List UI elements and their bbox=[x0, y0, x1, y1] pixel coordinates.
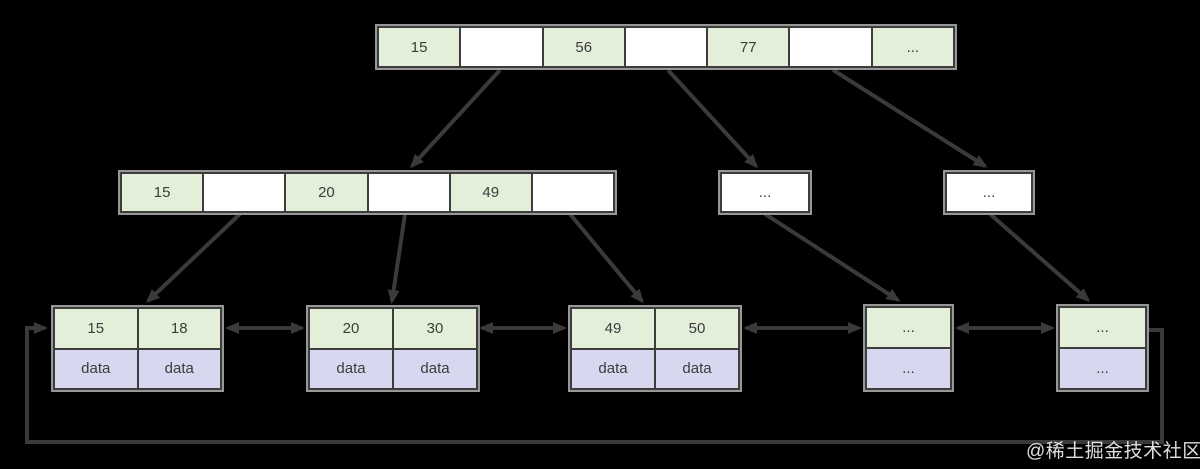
leaf-key-cell: 49 bbox=[572, 309, 654, 348]
watermark: @稀土掘金技术社区 bbox=[1026, 441, 1200, 462]
edge-internal-to-leaf1 bbox=[145, 212, 242, 304]
leaf-key-row: ... bbox=[1060, 308, 1145, 347]
leaf-node-2: 20 30 data data bbox=[306, 305, 480, 392]
leaf-key-cell: 20 bbox=[310, 309, 392, 348]
leaf-data-row: data data bbox=[310, 347, 476, 388]
pointer-cell bbox=[202, 174, 285, 211]
pointer-cell bbox=[788, 28, 871, 66]
ellipsis-cell: ... bbox=[722, 174, 808, 211]
leaf-data-row: data data bbox=[572, 347, 738, 388]
leaf-key-row: 15 18 bbox=[55, 309, 220, 348]
leaf-key-cell: 18 bbox=[136, 309, 220, 348]
leaf-key-row: 49 50 bbox=[572, 309, 738, 348]
leaf-data-cell: data bbox=[572, 349, 654, 388]
internal-node-ellipsis-1: ... bbox=[718, 170, 812, 215]
leaf-data-row: data data bbox=[55, 347, 220, 388]
pointer-cell bbox=[530, 174, 614, 211]
leaf-data-cell: data bbox=[136, 349, 220, 388]
pointer-cell bbox=[623, 28, 707, 66]
leaf-data-cell: data bbox=[654, 349, 738, 388]
key-cell: 20 bbox=[284, 174, 367, 211]
pointer-cell bbox=[459, 28, 542, 66]
edge-root-to-internal-mid bbox=[666, 68, 759, 169]
leaf-node-1: 15 18 data data bbox=[51, 305, 224, 392]
edge-internal-to-leaf2 bbox=[387, 213, 407, 304]
key-cell: 77 bbox=[706, 28, 789, 66]
leaf-data-cell: ... bbox=[867, 349, 950, 388]
leaf-key-row: 20 30 bbox=[310, 309, 476, 348]
leaf-data-row: ... bbox=[1060, 347, 1145, 388]
leaf-data-cell: data bbox=[55, 349, 137, 388]
leaf-node-3: 49 50 data data bbox=[568, 305, 742, 392]
leaf-key-cell: 50 bbox=[654, 309, 738, 348]
edge-internal-to-leaf3 bbox=[568, 212, 644, 304]
leaf-data-cell: ... bbox=[1060, 349, 1145, 388]
key-cell: 49 bbox=[448, 174, 531, 211]
leaf-node-4: ... ... bbox=[863, 304, 954, 392]
edge-root-to-internal-left bbox=[409, 68, 502, 169]
leaf-key-cell: ... bbox=[867, 308, 950, 347]
edge-root-to-internal-right bbox=[831, 68, 988, 168]
leaf-key-row: ... bbox=[867, 308, 950, 347]
leaf-data-cell: data bbox=[310, 349, 392, 388]
key-cell: 56 bbox=[541, 28, 624, 66]
leaf-data-row: ... bbox=[867, 347, 950, 388]
internal-node-left: 15 20 49 bbox=[118, 170, 617, 215]
key-cell: 15 bbox=[122, 174, 203, 211]
leaf-key-cell: 30 bbox=[392, 309, 476, 348]
root-node: 15 56 77 ... bbox=[375, 24, 957, 70]
edge-internal-to-leaf5 bbox=[988, 212, 1091, 302]
leaf-key-cell: ... bbox=[1060, 308, 1145, 347]
leaf-key-cell: 15 bbox=[55, 309, 137, 348]
internal-node-ellipsis-2: ... bbox=[943, 170, 1035, 215]
key-cell: 15 bbox=[379, 28, 460, 66]
key-cell: ... bbox=[870, 28, 953, 66]
leaf-data-cell: data bbox=[392, 349, 476, 388]
ellipsis-cell: ... bbox=[947, 174, 1031, 211]
edge-internal-to-leaf4 bbox=[763, 212, 901, 302]
leaf-node-5: ... ... bbox=[1056, 304, 1149, 392]
pointer-cell bbox=[366, 174, 449, 211]
